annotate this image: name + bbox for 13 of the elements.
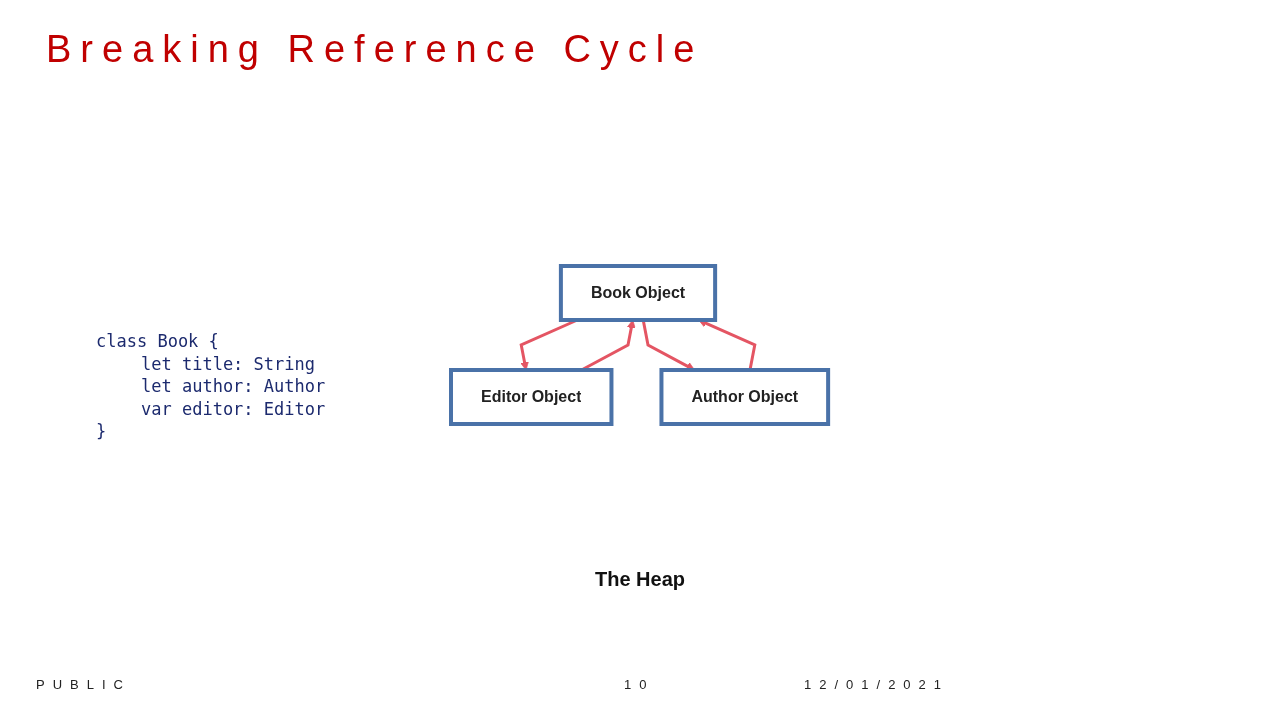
slide-title: Breaking Reference Cycle — [46, 28, 704, 71]
code-line: let title: String — [140, 352, 316, 375]
footer-text: 10 — [624, 677, 655, 692]
footer-text: 12/01/2021 — [804, 677, 950, 692]
footer-text: PUBLIC — [36, 677, 131, 692]
node-box: Book Object — [559, 264, 718, 322]
node-box: Author Object — [659, 368, 831, 426]
code-line: let author: Author — [140, 375, 326, 398]
code-line: var editor: Editor — [140, 397, 326, 420]
code-line: } — [96, 420, 108, 443]
code-line: class Book { — [96, 330, 220, 353]
node-box: Editor Object — [449, 368, 614, 426]
diagram-caption: The Heap — [594, 568, 686, 591]
